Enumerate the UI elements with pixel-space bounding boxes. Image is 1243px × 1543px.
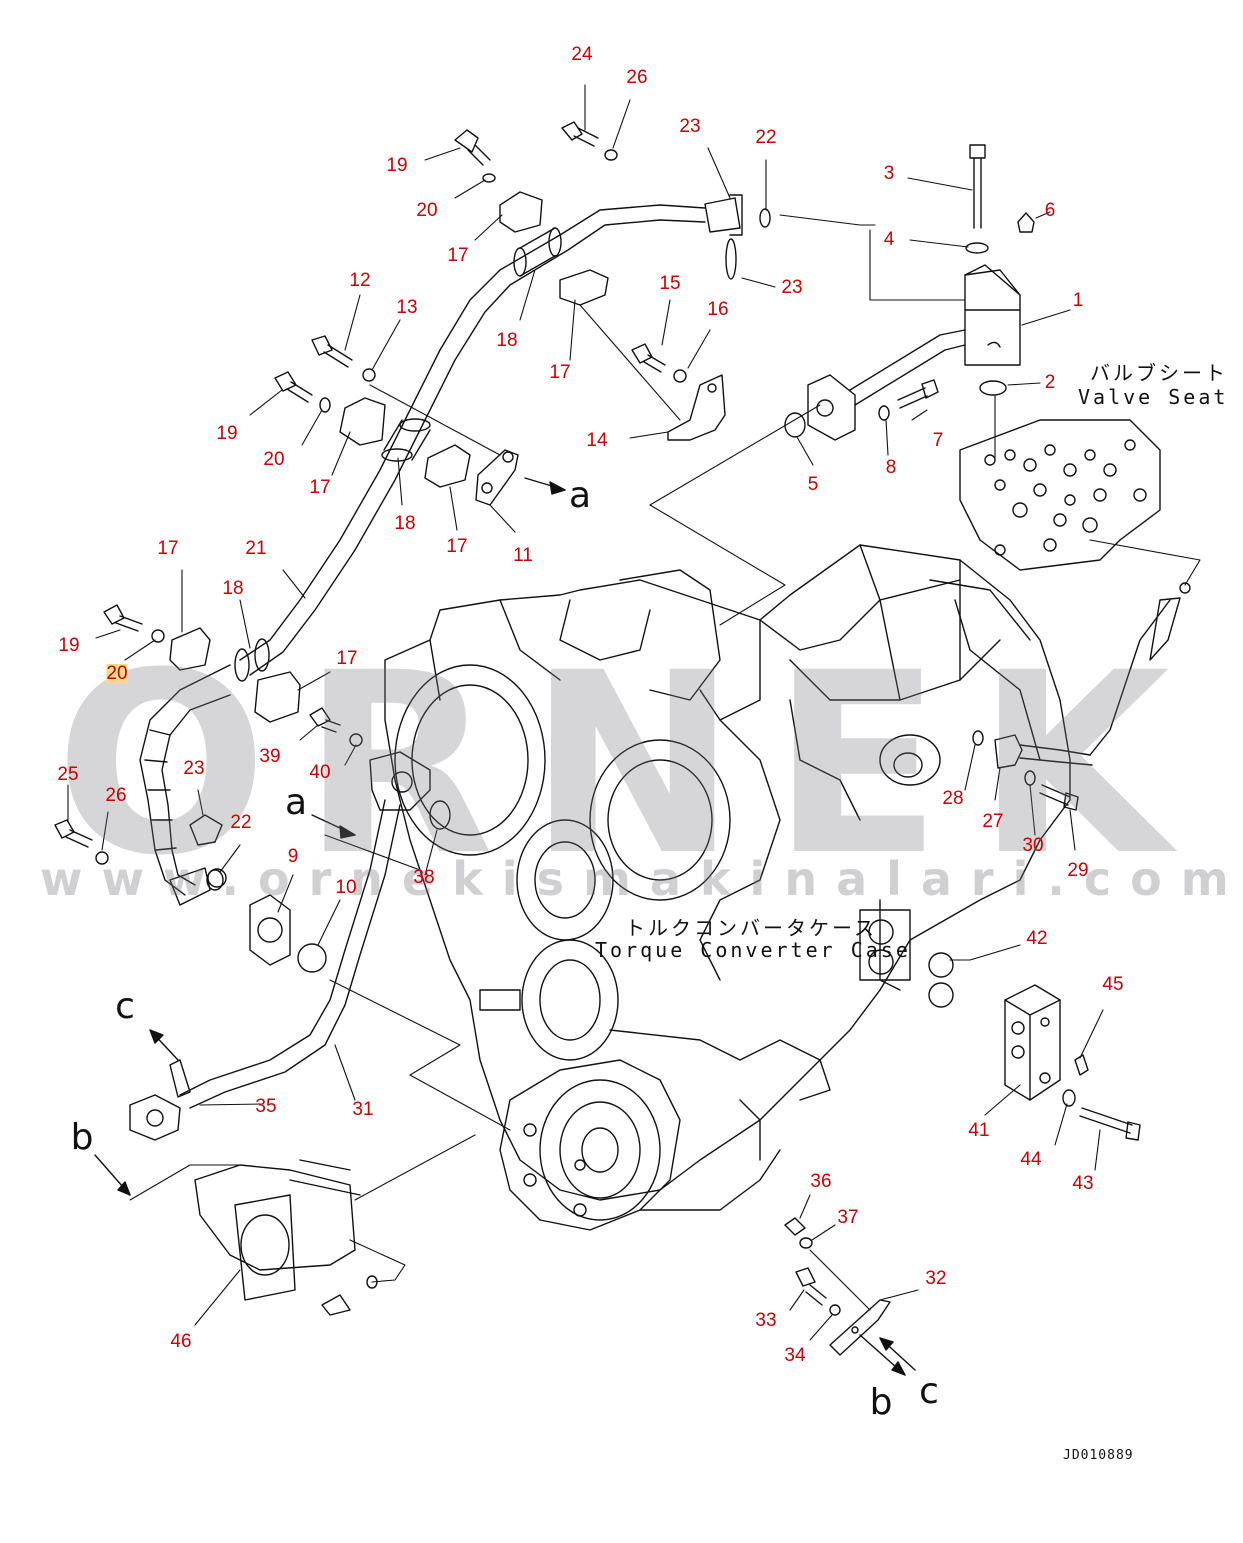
callout-42: 42 (1026, 928, 1048, 949)
callout-8: 8 (885, 457, 897, 478)
callout-22: 22 (755, 127, 777, 148)
callout-38: 38 (413, 867, 435, 888)
callout-13: 13 (396, 297, 418, 318)
ref-a-upper: a (568, 475, 592, 516)
callout-12: 12 (349, 270, 371, 291)
callout-15: 15 (659, 273, 681, 294)
callout-17: 17 (447, 245, 469, 266)
document-id: JD010889 (1063, 1448, 1134, 1463)
clamp-11 (475, 449, 519, 506)
fitting-27 (972, 582, 1191, 811)
ref-b-left: b (70, 1117, 94, 1158)
torque-case-label-en: Torque Converter Case (595, 938, 911, 962)
watermark: ORNEK (55, 619, 1204, 910)
callout-29: 29 (1067, 860, 1089, 881)
callout-19: 19 (58, 635, 80, 656)
pipe-21 (239, 194, 743, 676)
callout-16: 16 (707, 299, 729, 320)
callout-22: 22 (230, 812, 252, 833)
callout-41: 41 (968, 1120, 990, 1141)
callout-17: 17 (336, 648, 358, 669)
callout-19: 19 (386, 155, 408, 176)
clamp-halves (169, 191, 609, 723)
bracket-14 (667, 374, 726, 441)
callout-18: 18 (394, 513, 416, 534)
callout-26: 26 (105, 785, 127, 806)
callout-30: 30 (1022, 835, 1044, 856)
callout-34: 34 (784, 1345, 806, 1366)
callout-32: 32 (925, 1268, 947, 1289)
charge-pump (499, 1059, 781, 1231)
callout-37: 37 (837, 1207, 859, 1228)
hose-assembly (54, 604, 231, 906)
callout-35: 35 (255, 1096, 277, 1117)
callout-6: 6 (1044, 200, 1056, 221)
pipe-31 (129, 707, 451, 1141)
callout-2: 2 (1044, 372, 1056, 393)
leader-lines (67, 84, 1201, 1341)
callout-3: 3 (883, 163, 895, 184)
valve-seat-label-en: Valve Seat (1078, 385, 1229, 409)
callout-17: 17 (309, 477, 331, 498)
callout-18: 18 (496, 330, 518, 351)
torque-case-label-jp: トルクコンバータケース (625, 916, 877, 940)
callout-33: 33 (755, 1310, 777, 1331)
callout-31: 31 (352, 1099, 374, 1120)
callout-14: 14 (586, 430, 608, 451)
callout-19: 19 (216, 423, 238, 444)
callout-20: 20 (416, 200, 438, 221)
callout-44: 44 (1020, 1149, 1042, 1170)
callout-9: 9 (287, 846, 299, 867)
callout-24: 24 (571, 44, 593, 65)
plate-32 (784, 1217, 891, 1356)
callout-27: 27 (982, 811, 1004, 832)
callout-39: 39 (259, 746, 281, 767)
callout-17: 17 (549, 362, 571, 383)
callout-25: 25 (57, 764, 79, 785)
callout-17: 17 (446, 536, 468, 557)
callout-7: 7 (932, 430, 944, 451)
callout-40: 40 (309, 762, 331, 783)
callout-45: 45 (1102, 974, 1124, 995)
bolts-upper (274, 121, 771, 413)
callout-20-highlighted: 20 (106, 663, 128, 684)
ref-c-bottom: c (919, 1371, 939, 1412)
callout-43: 43 (1072, 1173, 1094, 1194)
callout-18: 18 (222, 578, 244, 599)
callout-23: 23 (183, 758, 205, 779)
ref-c-left: c (115, 986, 135, 1027)
valve-seat-label-jp: バルブシート (1090, 361, 1228, 385)
callout-1: 1 (1072, 290, 1084, 311)
callout-28: 28 (942, 788, 964, 809)
callout-36: 36 (810, 1171, 832, 1192)
callout-46: 46 (170, 1331, 192, 1352)
block-41 (928, 952, 1141, 1141)
ref-a-lower: a (284, 782, 308, 823)
callout-4: 4 (883, 229, 895, 250)
clamp-sleeves (234, 227, 562, 682)
reference-arrows (94, 477, 916, 1376)
callout-23: 23 (781, 277, 803, 298)
callout-10: 10 (335, 877, 357, 898)
torque-converter-case (384, 544, 1071, 1201)
callout-21: 21 (245, 538, 267, 559)
callout-11: 11 (513, 545, 533, 566)
callout-17: 17 (157, 538, 179, 559)
callout-26: 26 (626, 67, 648, 88)
callout-5: 5 (807, 474, 819, 495)
callout-20: 20 (263, 449, 285, 470)
watermark-url: www.ornekismakinalari.com.tr (40, 852, 1243, 906)
ref-b-bottom: b (869, 1382, 893, 1423)
callout-23: 23 (679, 116, 701, 137)
valve-assembly (784, 144, 1161, 571)
